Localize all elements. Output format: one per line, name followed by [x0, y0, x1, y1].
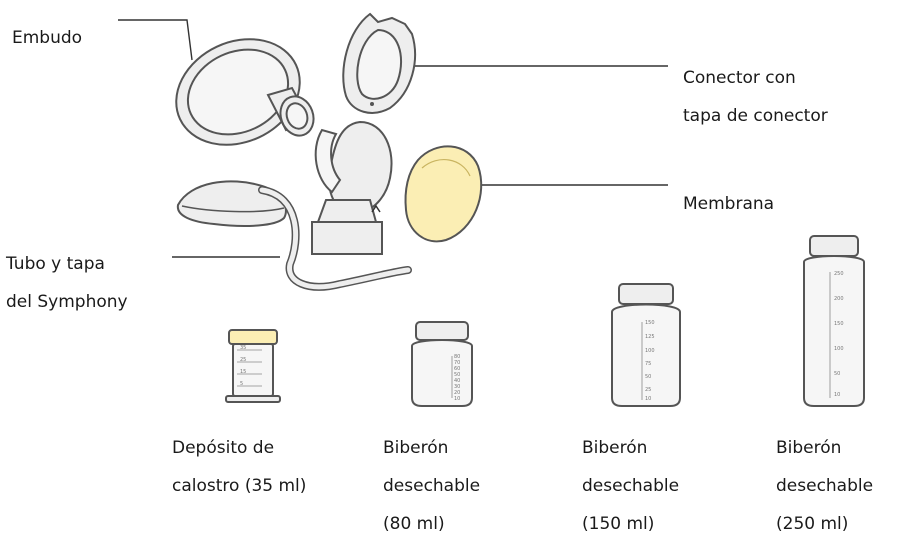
membrane-illustration	[406, 146, 482, 241]
label-text: del Symphony	[6, 293, 128, 312]
bottle-250ml-illustration: 250 200 150 100 50 10	[804, 236, 864, 406]
scale-mark: 100	[645, 348, 655, 354]
label-conector: Conector con tapa de conector	[683, 50, 828, 145]
bottle-150ml-illustration: 150 125 100 75 50 25 10	[612, 284, 680, 406]
label-text: Embudo	[12, 28, 82, 48]
scale-mark: 250	[834, 271, 844, 277]
scale-mark: 75	[645, 361, 651, 367]
scale-mark: 10	[834, 392, 840, 398]
connector-illustration	[312, 14, 415, 254]
scale-mark: 25	[240, 357, 246, 363]
scale-mark: 15	[240, 369, 246, 375]
leader-embudo	[118, 20, 192, 60]
label-text: Membrana	[683, 194, 774, 214]
label-tubo: Tubo y tapa del Symphony	[6, 236, 128, 331]
scale-mark: 150	[645, 320, 655, 326]
scale-mark: 5	[240, 381, 243, 387]
label-text: calostro (35 ml)	[172, 477, 306, 496]
label-text: Conector con	[683, 69, 828, 88]
label-text: Depósito de	[172, 439, 306, 458]
label-text: (80 ml)	[383, 515, 480, 534]
label-embudo: Embudo	[12, 10, 82, 48]
scale-mark: 125	[645, 334, 655, 340]
colostrum-container-illustration: 35 25 15 5	[226, 330, 280, 402]
label-text: Biberón	[776, 439, 873, 458]
label-text: Biberón	[383, 439, 480, 458]
label-text: Biberón	[582, 439, 679, 458]
label-text: desechable	[582, 477, 679, 496]
scale-mark: 100	[834, 346, 844, 352]
label-text: (250 ml)	[776, 515, 873, 534]
label-membrana: Membrana	[683, 176, 774, 214]
label-text: desechable	[776, 477, 873, 496]
scale-mark: 10	[645, 396, 651, 402]
label-text: tapa de conector	[683, 107, 828, 126]
bottle-80ml-illustration: 80 70 60 50 40 30 20 10	[412, 322, 472, 406]
label-biberon-250: Biberón desechable (250 ml)	[776, 420, 873, 553]
scale-mark: 35	[240, 345, 246, 351]
scale-mark: 50	[645, 374, 651, 380]
funnel-illustration	[159, 20, 319, 165]
scale-mark: 150	[834, 321, 844, 327]
scale-mark: 10	[454, 396, 460, 402]
label-biberon-150: Biberón desechable (150 ml)	[582, 420, 679, 553]
scale-mark: 25	[645, 387, 651, 393]
label-biberon-80: Biberón desechable (80 ml)	[383, 420, 480, 553]
label-deposito: Depósito de calostro (35 ml)	[172, 420, 306, 515]
scale-mark: 50	[834, 371, 840, 377]
label-text: desechable	[383, 477, 480, 496]
label-text: Tubo y tapa	[6, 255, 128, 274]
scale-mark: 200	[834, 296, 844, 302]
label-text: (150 ml)	[582, 515, 679, 534]
